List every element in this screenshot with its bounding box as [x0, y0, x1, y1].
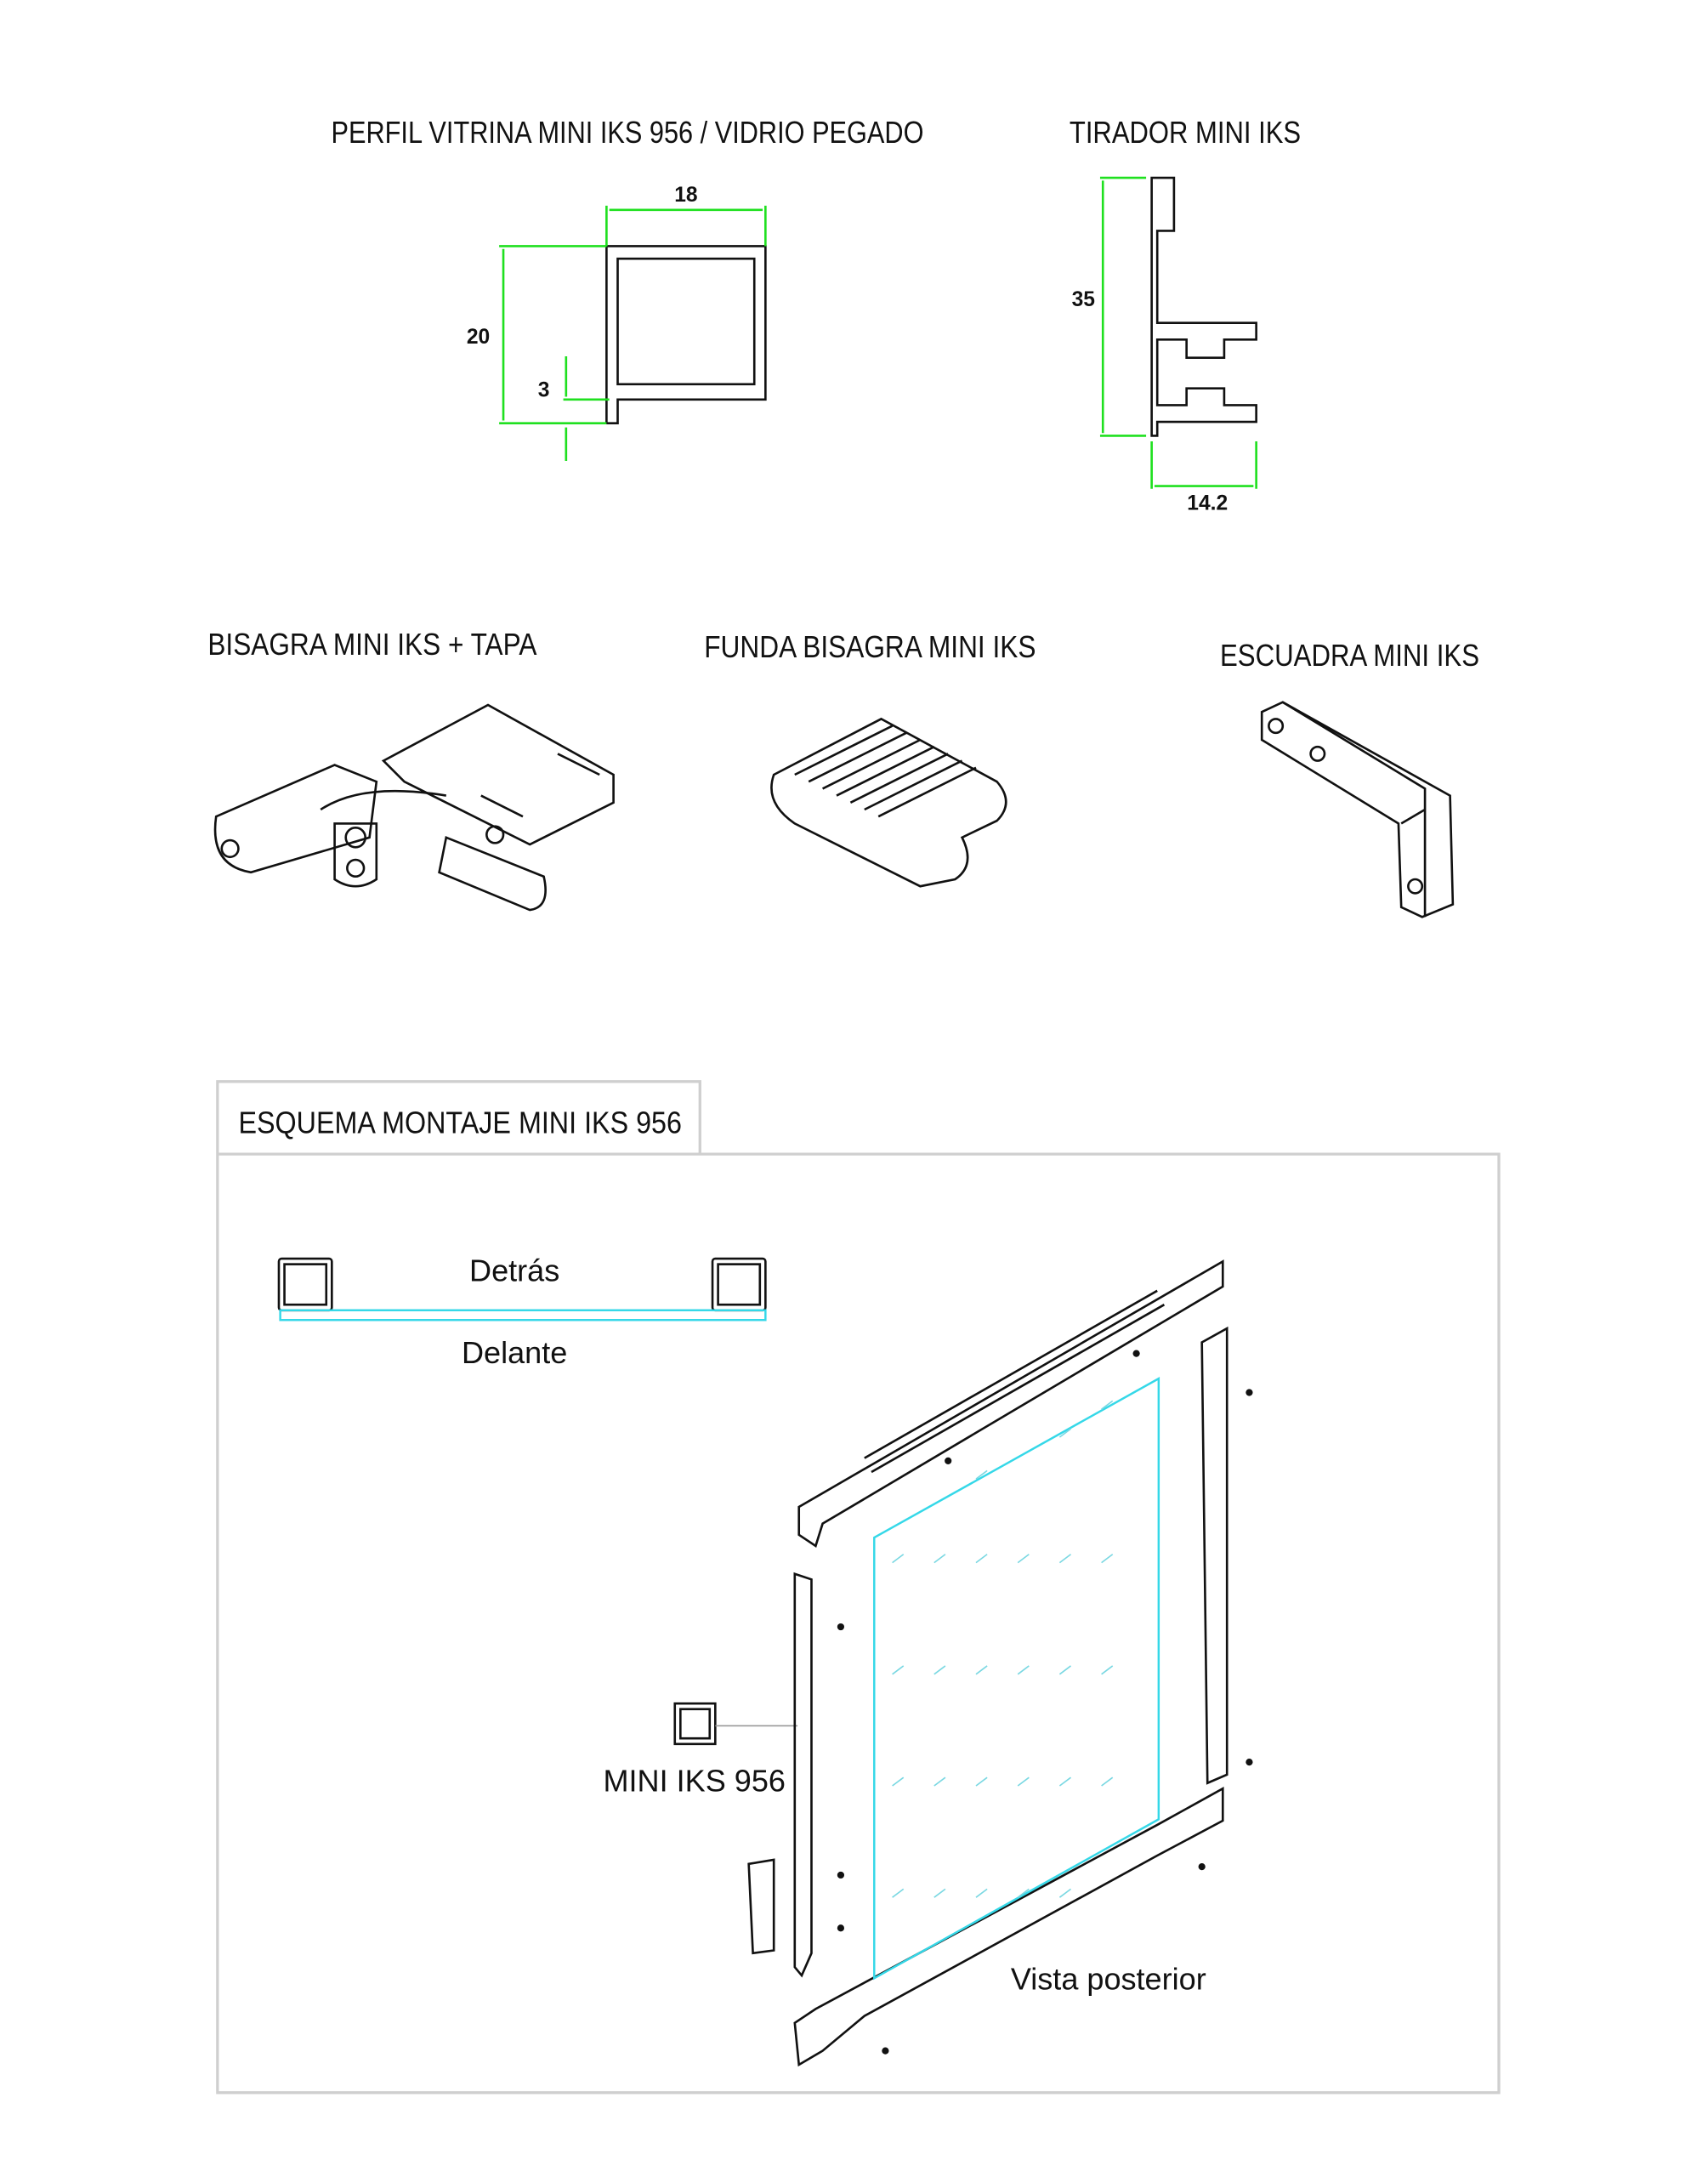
montaje-panel: ESQUEMA MONTAJE MINI IKS 956 Detrás Dela… — [216, 1080, 1501, 2095]
view-label: Vista posterior — [1011, 1961, 1206, 1996]
bisagra-hinge-illustration — [213, 703, 615, 912]
bisagra-heading: BISAGRA MINI IKS + TAPA — [207, 627, 536, 662]
perfil-height-dim: 20 — [467, 326, 490, 349]
tirador-heading: TIRADOR MINI IKS — [1070, 115, 1301, 150]
tirador-height-dim: 35 — [1072, 288, 1095, 311]
perfil-lip-dim: 3 — [538, 379, 550, 402]
funda-heading: FUNDA BISAGRA MINI IKS — [704, 629, 1036, 664]
tirador-profile-drawing: 35 14.2 — [1072, 176, 1257, 514]
escuadra-corner-bracket-illustration — [1260, 701, 1455, 918]
perfil-width-dim: 18 — [674, 184, 697, 207]
mini-profile-callout — [673, 1702, 798, 1746]
funda-hinge-cover-illustration — [770, 717, 1007, 888]
escuadra-heading: ESCUADRA MINI IKS — [1220, 638, 1479, 673]
montaje-title: ESQUEMA MONTAJE MINI IKS 956 — [238, 1105, 682, 1140]
perfil-heading: PERFIL VITRINA MINI IKS 956 / VIDRIO PEG… — [332, 115, 924, 150]
back-label: Detrás — [469, 1253, 559, 1287]
section-diagram — [277, 1257, 767, 1322]
front-label: Delante — [462, 1335, 567, 1370]
exploded-frame-drawing — [747, 1259, 1253, 2067]
tirador-width-dim: 14.2 — [1187, 492, 1228, 514]
profile-label: MINI IKS 956 — [603, 1764, 785, 1799]
perfil-profile-drawing: 18 20 3 — [467, 184, 767, 461]
